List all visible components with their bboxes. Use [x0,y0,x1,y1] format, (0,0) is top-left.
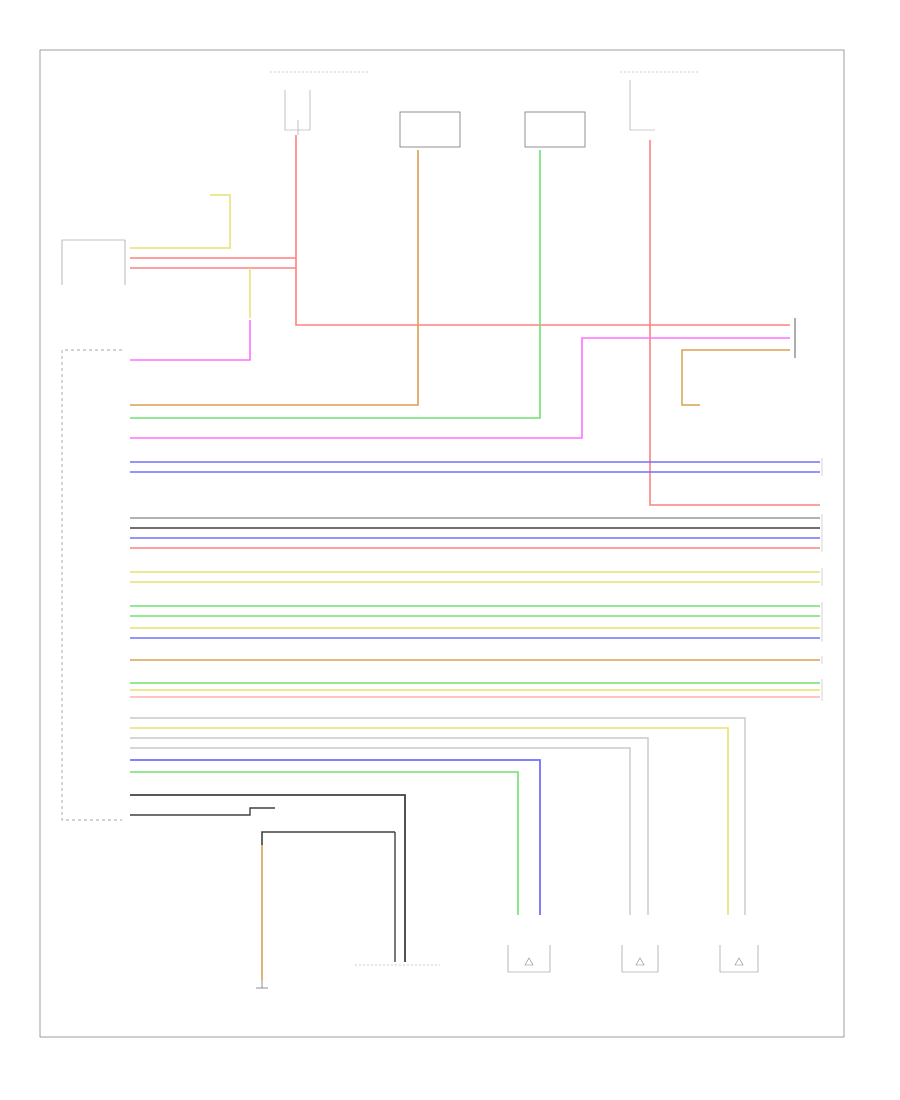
rf-sensor-module [524,111,586,148]
diagram-border [39,49,845,1038]
wire-yellow-right [681,349,790,406]
ground-left [256,980,268,989]
wire-black-gnd-1 [130,794,406,962]
wire-yellow-sensor [130,194,231,249]
wire-pink-long [130,337,790,439]
wire-red-right [649,140,820,506]
wire-black-gnd-3 [261,831,395,845]
central-module [61,349,122,821]
fuse-box-left [270,71,370,135]
wire-black-gnd-2 [130,807,275,816]
wire-yellow-4 [130,727,729,915]
wire-green-rf [130,150,541,419]
wire-orange-lf [130,150,419,406]
wire-lightgray-2 [130,737,649,915]
wire-red-fuse [295,135,790,326]
left-occupant-sensor [507,945,551,973]
wire-green-4 [130,771,519,915]
wire-pink-module [130,320,251,361]
wire-blue-4 [130,759,541,915]
left-front-sensor [61,239,126,285]
center-occupant-sensor [621,945,659,973]
fuse-box-right [620,71,700,131]
wire-lightgray-1 [130,717,746,915]
right-occupant-sensor [719,945,759,973]
wire-lightgray-3 [130,747,631,915]
lf-sensor-module [399,111,461,148]
